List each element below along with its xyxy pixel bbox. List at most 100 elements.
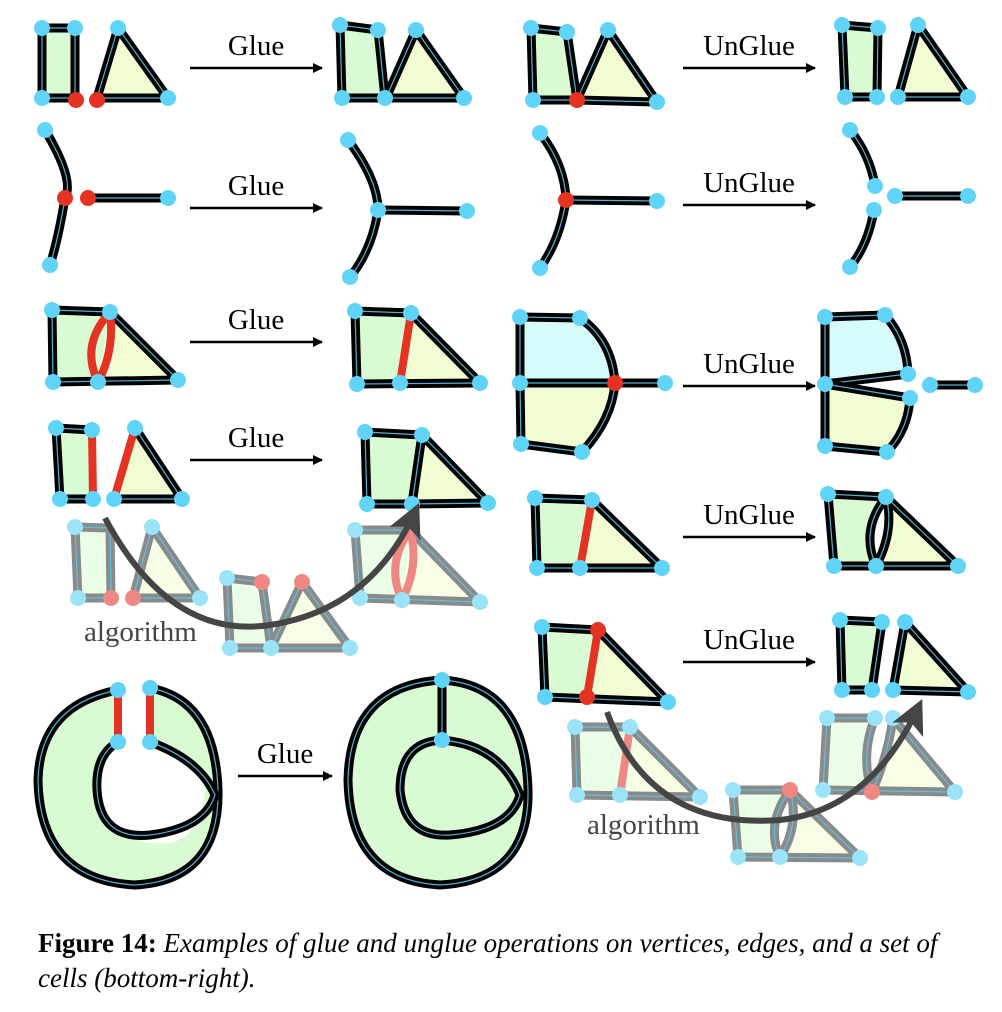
rect-triangle-before	[34, 20, 176, 108]
operation-label: Glue	[228, 304, 284, 336]
selected-vertex	[607, 375, 623, 391]
vertex	[842, 259, 858, 275]
vertex	[852, 850, 868, 866]
operation-arrow: Glue	[190, 30, 323, 73]
vertex	[772, 849, 788, 865]
operation-arrow: UnGlue	[683, 624, 816, 667]
vertex	[472, 375, 488, 391]
curve-junction-joined	[532, 125, 665, 276]
operation-arrow: Glue	[190, 304, 323, 347]
vertex	[513, 436, 529, 452]
curve-junction-split	[842, 122, 976, 275]
vertex	[106, 491, 122, 507]
vertex	[456, 90, 472, 106]
vertex	[569, 787, 585, 803]
vertex	[878, 489, 894, 505]
cells-before	[534, 619, 676, 710]
vertex	[842, 122, 858, 138]
edge-center-line	[565, 199, 658, 202]
vertex	[480, 495, 496, 511]
algorithm-arrow-left: algorithm	[84, 502, 421, 648]
vertex	[525, 92, 541, 108]
cell-face	[42, 28, 75, 98]
algorithm-arrow	[604, 698, 924, 824]
cell-face	[842, 25, 878, 97]
vertex	[960, 89, 976, 105]
operation-arrow: Glue	[238, 738, 333, 781]
operation-label: UnGlue	[703, 624, 795, 656]
vertex	[48, 420, 64, 436]
fan-cells-split	[817, 307, 983, 460]
vertex	[34, 90, 50, 106]
figure-caption-text: Examples of glue and unglue operations o…	[38, 928, 938, 993]
vertex	[600, 22, 616, 38]
selected-edge	[396, 309, 415, 387]
algorithm-arrow-right: algorithm	[587, 698, 924, 841]
edge-center-line	[117, 27, 169, 99]
cell-face	[825, 384, 910, 452]
vertex	[523, 20, 539, 36]
vertex	[584, 492, 600, 508]
vertex	[567, 719, 583, 735]
vertex	[910, 17, 926, 33]
vertex	[359, 496, 375, 512]
selected-edge	[110, 424, 139, 503]
selected-vertex	[579, 689, 595, 705]
vertex	[377, 90, 393, 106]
vertex	[572, 310, 588, 326]
selected-vertex	[569, 92, 585, 108]
selected-vertex	[80, 190, 96, 206]
vertex	[529, 560, 545, 576]
vertex	[144, 519, 160, 535]
edge-center-line	[822, 789, 956, 793]
vertex	[826, 558, 842, 574]
vertex	[332, 17, 348, 33]
vertex	[403, 305, 419, 321]
vertex	[868, 558, 884, 574]
vertex	[817, 376, 833, 392]
vertex	[263, 640, 279, 656]
cell-face	[348, 680, 529, 885]
cell-face	[535, 498, 592, 568]
ghost-step-3	[347, 522, 488, 610]
cell-face	[56, 428, 93, 499]
vertex	[70, 590, 86, 606]
cell-face	[520, 317, 615, 383]
vertex	[110, 682, 126, 698]
edge-center-line	[109, 527, 112, 599]
selected-edge	[616, 723, 634, 799]
selected-vertex	[864, 784, 880, 800]
vertex	[84, 422, 100, 438]
vertex	[815, 782, 831, 798]
operation-arrow: Glue	[190, 170, 323, 213]
selected-vertex	[254, 574, 270, 590]
cells-separated	[832, 612, 976, 700]
selected-vertex	[590, 622, 606, 638]
edge-center-line	[904, 621, 969, 693]
edge-center-line	[151, 526, 201, 599]
edge-center-line	[377, 29, 386, 99]
edge-center-line	[411, 434, 423, 505]
selected-edge	[576, 496, 596, 572]
vertex	[874, 614, 890, 630]
vertex	[649, 94, 665, 110]
vertex	[832, 612, 848, 628]
vertex	[392, 375, 408, 391]
vertex	[357, 424, 373, 440]
edge-center-line	[399, 739, 521, 836]
rect-triangle-edges-before	[48, 420, 190, 507]
vertex	[532, 260, 548, 276]
ghost-right-1	[567, 719, 708, 805]
selected-vertex	[294, 574, 310, 590]
edge	[846, 209, 879, 270]
vertex	[349, 376, 365, 392]
vertex	[142, 734, 158, 750]
edge-center-line	[892, 689, 969, 693]
vertex	[622, 719, 638, 735]
vertex	[867, 178, 883, 194]
quad-triangle-lens-after	[820, 486, 966, 574]
cell-face	[577, 30, 657, 102]
quad-triangle-single-edge	[347, 303, 488, 392]
vertex	[869, 89, 885, 105]
curve-junction-before	[37, 122, 176, 273]
